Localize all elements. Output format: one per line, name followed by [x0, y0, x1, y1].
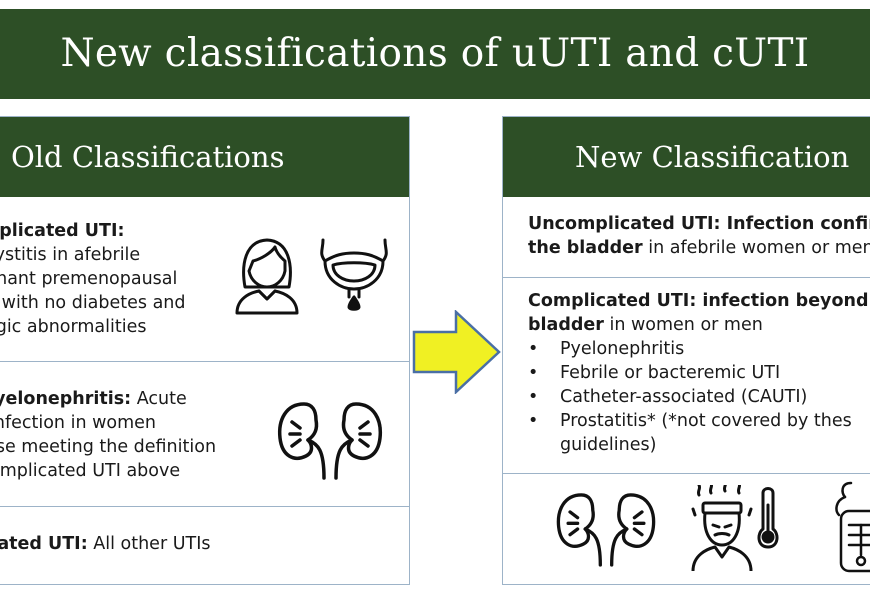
old-uncomplicated-line-4: ogic abnormalities — [0, 317, 147, 337]
old-uncomplicated-line-3: n with no diabetes and — [0, 293, 186, 313]
old-complicated-line: icated UTI: All other UTIs — [0, 533, 211, 557]
old-complicated-rest: All other UTIs — [87, 534, 211, 554]
bladder-icon — [320, 238, 388, 311]
old-pyelo-line-2: ise meeting the definition — [0, 437, 217, 457]
woman-icon — [235, 238, 299, 315]
old-complicated-label: icated UTI: — [0, 534, 88, 554]
kidneys-icon — [277, 402, 383, 480]
new-uncomplicated-line-2: the bladder in afebrile women or men — [528, 237, 870, 261]
old-pyelo-line-1: infection in women — [0, 413, 157, 433]
old-divider-1 — [0, 361, 409, 362]
old-pyelo-label-rest: Acute — [131, 389, 187, 409]
catheter-bag-icon — [835, 481, 870, 573]
old-panel-title: Old Classifications — [11, 140, 285, 174]
old-pyelo-line-3: omplicated UTI above — [0, 461, 181, 481]
new-uncomplicated-bold: the bladder — [528, 238, 643, 258]
title-banner: New classifications of uUTI and cUTI — [0, 9, 870, 99]
new-complicated-rest: in women or men — [603, 315, 763, 335]
new-complicated-line-2: bladder in women or men — [528, 314, 763, 338]
new-uncomplicated-line-1: Uncomplicated UTI: Infection confin — [528, 214, 870, 234]
new-complicated-line-1: Complicated UTI: infection beyond t — [528, 291, 870, 311]
old-uncomplicated-label: mplicated UTI: — [0, 221, 125, 241]
new-divider-1 — [503, 277, 870, 278]
new-uncomplicated-rest: in afebrile women or men — [642, 238, 870, 258]
old-uncomplicated-line-2: gnant premenopausal — [0, 269, 178, 289]
new-panel-header: New Classification — [503, 117, 870, 197]
old-pyelo-line-0: Pyelonephritis: Acute — [0, 388, 187, 412]
old-classifications-panel: Old Classifications mplicated UTI: cysti… — [0, 116, 410, 585]
new-classifications-panel: New Classification Uncomplicated UTI: In… — [502, 116, 870, 585]
thermometer-icon — [757, 487, 779, 549]
old-uncomplicated-line-1: cystitis in afebrile — [0, 245, 141, 265]
kidneys-icon — [556, 493, 656, 567]
new-divider-2 — [503, 473, 870, 474]
new-complicated-bold: bladder — [528, 315, 604, 335]
old-panel-header: Old Classifications — [0, 117, 409, 197]
bullet-continuation: guidelines) — [560, 435, 657, 455]
arrow-right-icon — [412, 310, 501, 394]
old-pyelo-label: Pyelonephritis: — [0, 389, 132, 409]
fever-patient-icon — [691, 485, 753, 571]
old-divider-2 — [0, 506, 409, 507]
page-title: New classifications of uUTI and cUTI — [60, 31, 810, 76]
new-panel-title: New Classification — [575, 140, 850, 174]
